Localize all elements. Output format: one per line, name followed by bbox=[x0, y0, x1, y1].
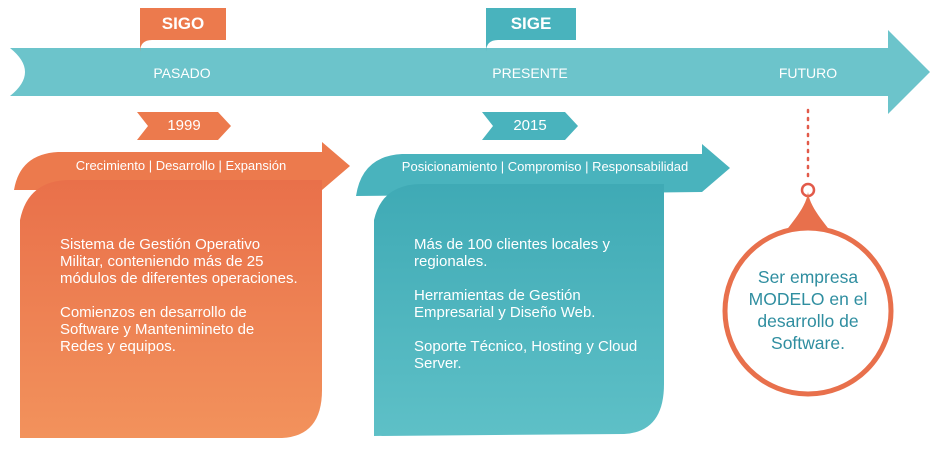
era-future-label: FUTURO bbox=[778, 65, 838, 81]
past-item-2: Comienzos en desarrollo de Software y Ma… bbox=[60, 304, 255, 355]
sige-tag-shape bbox=[486, 8, 576, 52]
year-1999-label: 1999 bbox=[167, 117, 201, 134]
year-1999-flag bbox=[137, 112, 231, 140]
timeline-arrow bbox=[10, 30, 930, 114]
past-card bbox=[20, 180, 322, 438]
sige-tag: SIGE bbox=[510, 14, 552, 33]
past-card-text: Sistema de Gestión Operativo Militar, co… bbox=[60, 236, 298, 372]
sigo-tag-shape bbox=[140, 8, 226, 52]
present-values-banner bbox=[356, 144, 730, 196]
present-item-3: Soporte Técnico, Hosting y Cloud Server. bbox=[414, 338, 638, 372]
past-item-1: Sistema de Gestión Operativo Militar, co… bbox=[60, 236, 298, 287]
year-2015-label: 2015 bbox=[513, 117, 547, 134]
year-2015-flag bbox=[482, 112, 578, 140]
present-item-1: Más de 100 clientes locales y regionales… bbox=[414, 236, 610, 270]
future-goal-text: Ser empresa MODELO en el desarrollo de S… bbox=[748, 267, 868, 353]
present-card bbox=[374, 184, 664, 436]
past-values-text: Crecimiento | Desarrollo | Expansión bbox=[75, 158, 287, 173]
era-past-label: PASADO bbox=[153, 65, 211, 81]
present-item-2: Herramientas de Gestión Empresarial y Di… bbox=[414, 287, 596, 321]
present-values-text: Posicionamiento | Compromiso | Responsab… bbox=[401, 159, 689, 174]
present-card-text: Más de 100 clientes locales y regionales… bbox=[414, 236, 644, 389]
era-present-label: PRESENTE bbox=[492, 65, 568, 81]
future-bubble bbox=[722, 225, 894, 397]
past-values-banner bbox=[14, 142, 350, 190]
sigo-tag: SIGO bbox=[161, 14, 205, 33]
